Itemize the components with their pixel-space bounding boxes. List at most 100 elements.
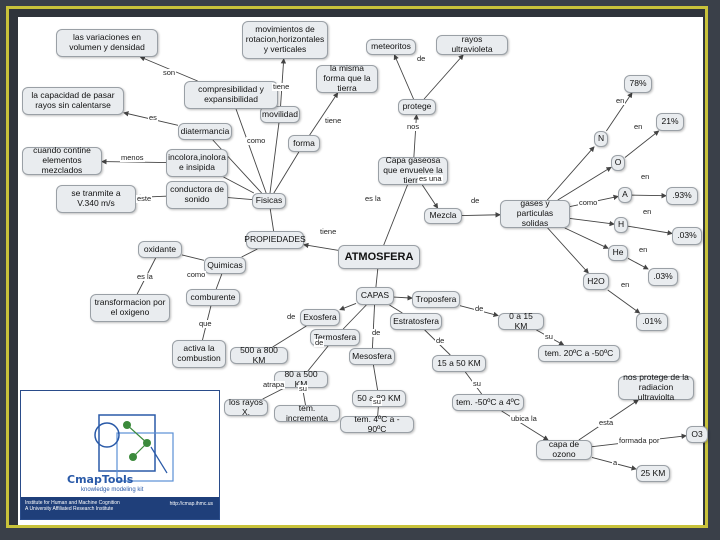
concept-A-val[interactable]: .93% bbox=[666, 187, 698, 205]
concept-troposfera[interactable]: Troposfera bbox=[412, 291, 460, 308]
concept-transformacion[interactable]: transformacion por el oxigeno bbox=[90, 294, 170, 322]
concept-quimicas[interactable]: Quimicas bbox=[204, 257, 246, 274]
concept-N-val[interactable]: 78% bbox=[624, 75, 652, 93]
connector-mezcla-gases bbox=[461, 212, 501, 218]
connector-protege-meteoritos bbox=[393, 54, 414, 100]
connector-fisicas-incolora bbox=[223, 176, 255, 194]
connector-atmosfera-capa-gaseosa bbox=[383, 184, 408, 246]
connector-H2O-H2O-val bbox=[607, 289, 641, 314]
connector-propiedades-quimicas bbox=[241, 248, 258, 258]
connector-exosfera-exo-km bbox=[272, 325, 307, 348]
logo-url: http://cmap.ihmc.us bbox=[169, 501, 213, 507]
logo-footer: Institute for Human and Machine Cognitio… bbox=[21, 497, 219, 519]
concept-capas[interactable]: CAPAS bbox=[356, 287, 394, 305]
concept-comburente[interactable]: comburente bbox=[186, 289, 240, 306]
link-label-de-meso: de bbox=[371, 328, 382, 337]
connector-protege-rayos-uv bbox=[423, 54, 464, 100]
concept-mesosfera[interactable]: Mesosfera bbox=[349, 348, 395, 365]
connector-movilidad-movimientos bbox=[280, 58, 287, 107]
concept-misma-forma[interactable]: la misma forma que la tierra bbox=[316, 63, 378, 93]
connector-capas-exosfera bbox=[339, 303, 357, 311]
concept-mezcla[interactable]: Mezcla bbox=[424, 208, 462, 224]
connector-fisicas-conductora bbox=[227, 197, 253, 201]
connector-atmosfera-capas bbox=[375, 268, 379, 288]
concept-He[interactable]: He bbox=[608, 245, 628, 261]
concept-estratosfera[interactable]: Estratosfera bbox=[390, 313, 442, 330]
link-label-como-quim: como bbox=[186, 270, 207, 279]
connector-fisicas-diatermancia bbox=[212, 139, 262, 194]
connector-He-He-val bbox=[627, 257, 649, 270]
concept-H-val[interactable]: .03% bbox=[672, 227, 702, 245]
concept-meso-temp[interactable]: tem. 4ºC a - 90ºC bbox=[340, 414, 414, 433]
concept-movimientos[interactable]: movimientos de rotacion,horizontales y v… bbox=[242, 21, 328, 59]
link-label-atrapa: atrapa bbox=[262, 380, 286, 389]
connector-H-H-val bbox=[627, 225, 673, 236]
link-label-su-estrato: su bbox=[472, 379, 482, 388]
concept-temp-inc[interactable]: tem. incrementa bbox=[274, 403, 340, 422]
concept-N[interactable]: N bbox=[594, 131, 608, 147]
concept-H2O-val[interactable]: .01% bbox=[636, 313, 668, 331]
concept-He-val[interactable]: .03% bbox=[648, 268, 678, 286]
link-label-es-una: es una bbox=[418, 174, 443, 183]
connector-gases-H bbox=[569, 218, 615, 227]
concept-H2O[interactable]: H2O bbox=[583, 273, 609, 290]
concept-tranmite[interactable]: se tranmite a V.340 m/s bbox=[56, 185, 136, 213]
concept-capa-ozono[interactable]: capa de ozono bbox=[536, 439, 592, 460]
link-label-es-la-ox: es la bbox=[136, 272, 154, 281]
concept-ozono-km[interactable]: 25 KM bbox=[636, 465, 670, 482]
concept-gases[interactable]: gases y particulas solidas bbox=[500, 198, 570, 228]
connector-gases-N bbox=[546, 146, 595, 201]
concept-forma[interactable]: forma bbox=[288, 135, 320, 152]
concept-fisicas[interactable]: Fisicas bbox=[252, 193, 286, 209]
concept-variaciones[interactable]: las variaciones en volumen y densidad bbox=[56, 29, 158, 57]
concept-O[interactable]: O bbox=[611, 155, 625, 171]
concept-exo-km[interactable]: 500 a 800 KM bbox=[230, 345, 288, 364]
concept-O-val[interactable]: 21% bbox=[656, 113, 684, 131]
connector-fisicas-movilidad bbox=[269, 122, 280, 194]
concept-exosfera[interactable]: Exosfera bbox=[300, 309, 340, 326]
institute-line-1: Institute for Human and Machine Cognitio… bbox=[25, 500, 120, 506]
link-label-son: son bbox=[162, 68, 177, 77]
concept-o3[interactable]: O3 bbox=[686, 426, 708, 443]
concept-conductora[interactable]: conductora de sonido bbox=[166, 181, 228, 209]
concept-estrato-temp[interactable]: tem. -50ºC a 4ºC bbox=[452, 394, 524, 411]
concept-nos-protege[interactable]: nos protege de la radiacion ultraviolta bbox=[618, 372, 694, 402]
link-label-en-N: en bbox=[615, 96, 626, 105]
connector-capas-termosfera bbox=[342, 304, 367, 330]
link-label-su-tropo: su bbox=[544, 332, 554, 341]
concept-capacidad[interactable]: la capacidad de pasar rayos sin calentar… bbox=[22, 87, 124, 115]
concept-A[interactable]: A bbox=[618, 187, 632, 203]
cmaptools-logo: CmapTools knowledge modeling kit Institu… bbox=[20, 390, 220, 520]
concept-tropo-temp[interactable]: tem. 20ºC a -50ºC bbox=[538, 345, 620, 362]
link-label-de-termo: de bbox=[314, 338, 325, 347]
concept-activa[interactable]: activa la combustion bbox=[172, 340, 226, 368]
connector-N-N-val bbox=[606, 92, 633, 132]
concept-incolora[interactable]: incolora,inolora e insipida bbox=[166, 149, 228, 177]
concept-H[interactable]: H bbox=[614, 217, 628, 233]
concept-rayos-uv[interactable]: rayos ultravioleta bbox=[436, 34, 508, 55]
connector-incolora-contine bbox=[101, 158, 167, 165]
link-label-a-ozono: a bbox=[612, 458, 619, 467]
connector-termo-km-rayos-x bbox=[262, 387, 285, 400]
concept-compresibilidad[interactable]: compresibilidad y expansibilidad bbox=[184, 81, 278, 109]
concept-oxidante[interactable]: oxidante bbox=[138, 241, 182, 258]
concept-meteoritos[interactable]: meteoritos bbox=[366, 39, 416, 55]
connector-fisicas-forma bbox=[273, 151, 300, 194]
concept-atmosfera[interactable]: ATMOSFERA bbox=[338, 245, 420, 269]
connector-fisicas-compresibilidad bbox=[235, 108, 267, 194]
connector-quimicas-oxidante bbox=[181, 254, 205, 261]
concept-estrato-km[interactable]: 15 a 50 KM bbox=[432, 355, 486, 372]
concept-movilidad[interactable]: movilidad bbox=[260, 106, 300, 123]
connector-A-A-val bbox=[631, 192, 667, 199]
link-label-es-diat: es bbox=[148, 113, 158, 122]
concept-propiedades[interactable]: PROPIEDADES bbox=[244, 231, 306, 249]
connector-propiedades-fisicas bbox=[269, 208, 275, 232]
connector-capas-mesosfera bbox=[371, 304, 376, 349]
concept-protege[interactable]: protege bbox=[398, 99, 436, 115]
concept-diatermancia[interactable]: diatermancia bbox=[178, 123, 232, 140]
connector-capa-gaseosa-mezcla bbox=[421, 184, 439, 209]
concept-rayos-x[interactable]: los rayos X. bbox=[224, 397, 268, 416]
link-label-es-la: es la bbox=[364, 194, 382, 203]
concept-tropo-km[interactable]: 0 a 15 KM bbox=[498, 311, 544, 330]
concept-contine[interactable]: cuando contine elementos mezclados bbox=[22, 145, 102, 175]
